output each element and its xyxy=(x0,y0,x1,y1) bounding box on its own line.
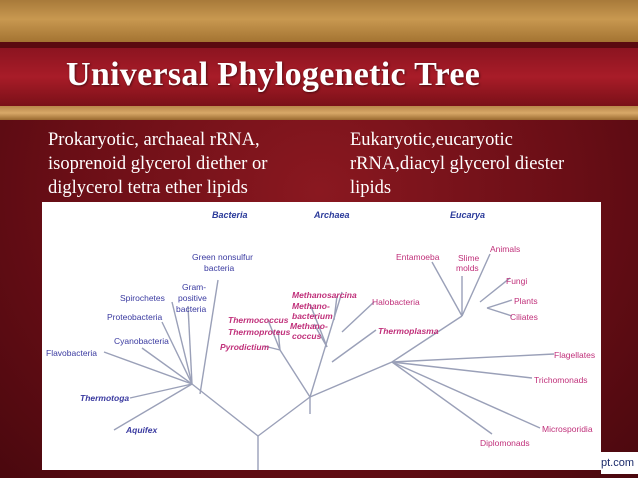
branch-thermotoga xyxy=(129,383,193,399)
tree-branches xyxy=(103,253,555,470)
domain-archaea: Archaea xyxy=(313,210,350,220)
branch-diplomonads xyxy=(391,361,493,435)
branch-ae-stem xyxy=(257,396,311,437)
label-gram-positive-2: positive xyxy=(178,293,207,303)
label-methanobacterium-1: Methano- xyxy=(292,301,330,311)
label-thermoplasma: Thermoplasma xyxy=(378,326,439,336)
branch-methanosarcina xyxy=(333,295,338,321)
label-gram-positive-3: bacteria xyxy=(176,304,207,314)
title-bar xyxy=(0,48,638,106)
label-thermococcus: Thermococcus xyxy=(228,315,289,325)
branch-bacteria-stem xyxy=(191,383,259,437)
branch-trichomonads xyxy=(391,361,533,379)
text-line: lipids xyxy=(350,178,392,198)
branch-plants xyxy=(486,299,513,309)
branch-proteobacteria xyxy=(161,321,193,385)
label-aquifex: Aquifex xyxy=(125,425,158,435)
branch-gram-positive xyxy=(187,305,193,385)
label-methanococcus-2: coccus xyxy=(292,331,322,341)
label-green-nonsulfur-1: Green nonsulfur xyxy=(192,252,253,262)
label-proteobacteria: Proteobacteria xyxy=(107,312,163,322)
branch-eucarya-stem xyxy=(309,361,393,398)
branch-green-nonsulfur xyxy=(199,279,219,395)
watermark: pt.com xyxy=(601,452,638,474)
label-entamoeba: Entamoeba xyxy=(396,252,440,262)
label-halobacteria: Halobacteria xyxy=(372,297,420,307)
branch-entamoeba xyxy=(431,261,463,317)
label-flavobacteria: Flavobacteria xyxy=(46,348,97,358)
branch-microsporidia xyxy=(391,361,541,429)
eukaryotic-description: Eukaryotic,eucaryotic rRNA,diacyl glycer… xyxy=(350,128,620,200)
label-spirochetes: Spirochetes xyxy=(120,293,165,303)
label-green-nonsulfur-2: bacteria xyxy=(204,263,235,273)
label-slime-molds-1: Slime xyxy=(458,253,480,263)
label-fungi: Fungi xyxy=(506,276,527,286)
label-methanobacterium-2: bacterium xyxy=(292,311,333,321)
branch-aquifex xyxy=(113,383,193,431)
branch-thermococcus xyxy=(267,319,281,351)
branch-ciliates xyxy=(486,307,513,317)
branch-crenarchaeota xyxy=(279,349,311,398)
label-methanosarcina: Methanosarcina xyxy=(292,290,357,300)
label-cyanobacteria: Cyanobacteria xyxy=(114,336,169,346)
branch-methanobacterium xyxy=(309,303,328,348)
label-trichomonads: Trichomonads xyxy=(534,375,588,385)
label-ciliates: Ciliates xyxy=(510,312,538,322)
label-gram-positive-1: Gram- xyxy=(182,282,206,292)
branch-spirochetes xyxy=(171,301,193,385)
label-slime-molds-2: molds xyxy=(456,263,479,273)
branch-thermoproteus xyxy=(277,329,281,351)
label-flagellates: Flagellates xyxy=(554,350,595,360)
text-line: Prokaryotic, archaeal rRNA, xyxy=(48,130,260,150)
branch-fungi xyxy=(479,277,511,303)
label-pyrodictium: Pyrodictium xyxy=(220,342,270,352)
text-line: diglycerol tetra ether lipids xyxy=(48,178,248,198)
label-methanococcus-1: Methano- xyxy=(290,321,328,331)
top-decorative-band xyxy=(0,0,638,48)
phylogenetic-tree-figure: Bacteria Archaea Eucarya xyxy=(42,202,601,470)
branch-eucarya-crown xyxy=(391,315,463,363)
gold-divider xyxy=(0,106,638,120)
domain-bacteria: Bacteria xyxy=(212,210,248,220)
branch-flavobacteria xyxy=(103,351,193,385)
branch-pyrodictium xyxy=(263,345,281,351)
branch-thermoplasma xyxy=(331,329,377,363)
branch-halobacteria xyxy=(341,301,375,333)
domain-eucarya: Eucarya xyxy=(450,210,485,220)
label-animals: Animals xyxy=(490,244,520,254)
branch-animals xyxy=(461,253,491,317)
label-microsporidia: Microsporidia xyxy=(542,424,593,434)
label-thermotoga: Thermotoga xyxy=(80,393,129,403)
text-line: Eukaryotic,eucaryotic xyxy=(350,130,513,150)
label-thermoproteus: Thermoproteus xyxy=(228,327,291,337)
prokaryotic-description: Prokaryotic, archaeal rRNA, isoprenoid g… xyxy=(48,128,348,200)
slide-title: Universal Phylogenetic Tree xyxy=(66,56,481,93)
text-line: isoprenoid glycerol diether or xyxy=(48,154,268,174)
label-plants: Plants xyxy=(514,296,538,306)
phylogenetic-tree-svg: Bacteria Archaea Eucarya xyxy=(46,210,595,470)
branch-cyanobacteria xyxy=(141,347,193,385)
label-diplomonads: Diplomonads xyxy=(480,438,530,448)
branch-flagellates xyxy=(391,353,555,363)
branch-methanococcus xyxy=(313,323,328,348)
text-line: rRNA,diacyl glycerol diester xyxy=(350,154,565,174)
